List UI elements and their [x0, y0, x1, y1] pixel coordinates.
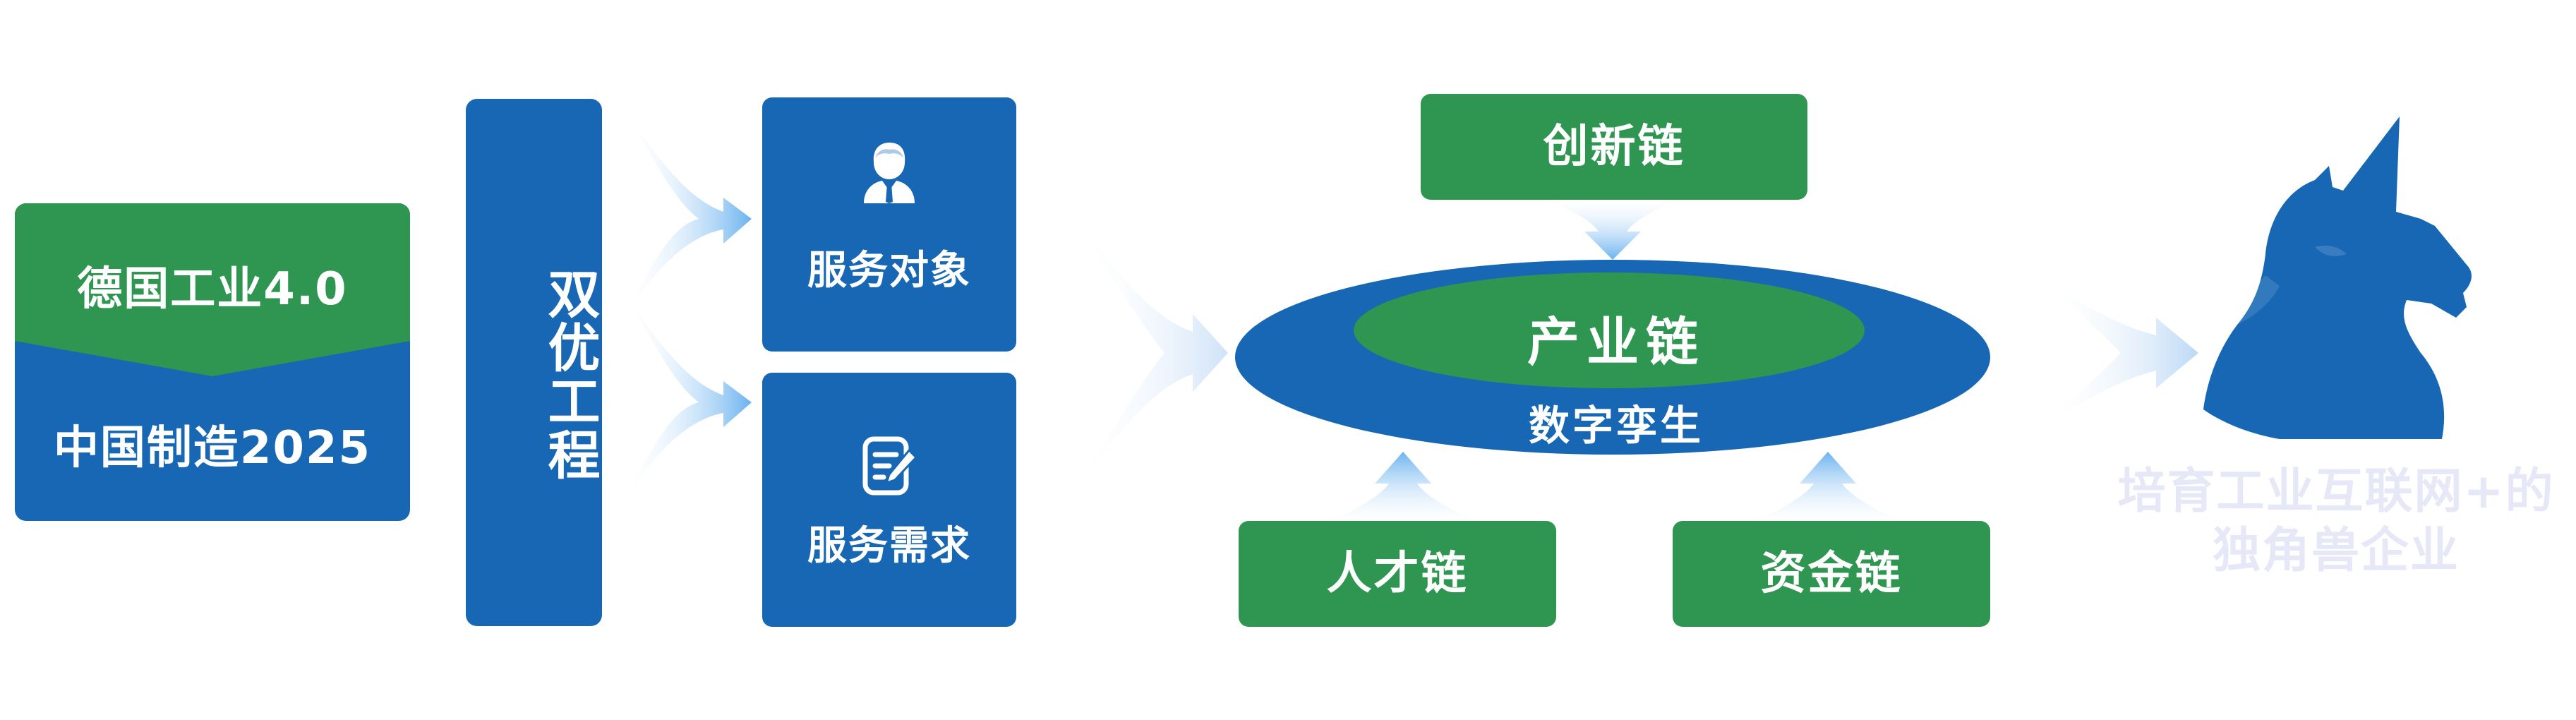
service-demand-box: 服务需求 — [762, 373, 1016, 627]
germany-industry-label: 德国工业4.0 — [77, 263, 348, 316]
service-demand-label: 服务需求 — [807, 523, 971, 569]
user-icon — [864, 143, 915, 203]
arrow-to-target — [621, 106, 752, 325]
origin-box: 德国工业4.0 中国制造2025 — [15, 203, 410, 521]
result-label-line2: 独角兽企业 — [2212, 523, 2460, 579]
industry-ellipse — [1235, 260, 1990, 455]
talent-chain-label: 人才链 — [1326, 548, 1469, 600]
unicorn-icon — [2203, 116, 2472, 439]
capital-chain-label: 资金链 — [1760, 548, 1903, 600]
dual-excellence-bar: 双优工程 — [466, 99, 602, 626]
talent-chain-box: 人才链 — [1239, 521, 1556, 627]
talent-arrow — [1325, 452, 1481, 522]
edit-document-icon — [862, 436, 917, 496]
capital-chain-box: 资金链 — [1673, 521, 1990, 627]
result-label-line1: 培育工业互联网+的 — [2117, 464, 2555, 520]
fanout-arrows — [621, 106, 752, 508]
dual-excellence-label: 双优工程 — [539, 267, 600, 481]
arrow-to-demand — [621, 289, 752, 508]
converge-arrow — [1073, 219, 1228, 494]
industry-chain-label: 产业链 — [1527, 312, 1705, 373]
innovation-arrow — [1549, 200, 1676, 260]
innovation-chain-label: 创新链 — [1543, 121, 1685, 173]
origin-box-background — [15, 203, 410, 521]
result-label: 培育工业互联网+的 独角兽企业 — [2103, 462, 2569, 581]
china-manufacturing-label: 中国制造2025 — [53, 422, 372, 474]
result-arrow — [2043, 282, 2198, 424]
service-target-box: 服务对象 — [762, 97, 1016, 352]
digital-twin-label: 数字孪生 — [1528, 402, 1704, 450]
innovation-chain-box: 创新链 — [1421, 94, 1807, 200]
capital-arrow — [1750, 452, 1906, 522]
service-target-label: 服务对象 — [807, 248, 971, 294]
